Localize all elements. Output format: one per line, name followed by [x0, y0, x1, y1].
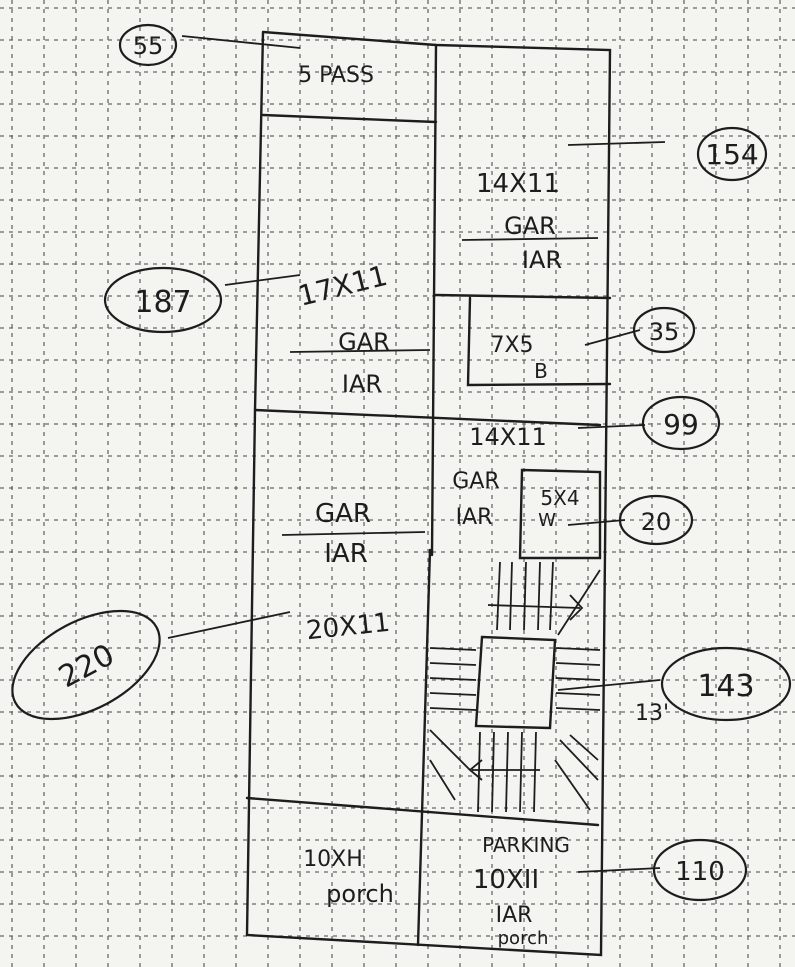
room-labels: 5 PASS 14X11 GAR IAR 17X11 GAR IAR 7X5 B… [295, 63, 669, 949]
gar-left-label2: IAR [342, 370, 382, 398]
gar-mid-label2: IAR [456, 505, 493, 530]
bubble-20 [618, 494, 694, 546]
gar-top-size: 14X11 [476, 169, 560, 199]
bubble-35 [632, 306, 696, 354]
passage-size: 5 PASS [298, 63, 374, 88]
bubble-99 [641, 395, 721, 451]
bubble-220 [11, 609, 161, 721]
gar-big-label1: GAR [315, 499, 371, 529]
area-154: 154 [705, 138, 758, 171]
parking-title: PARKING [482, 833, 570, 857]
mid-wall [253, 408, 602, 427]
stair-well [474, 635, 557, 730]
bath-label: B [534, 359, 548, 383]
bubble-110 [652, 838, 748, 902]
porch-left-label: porch [326, 880, 394, 908]
bath-size: 7X5 [490, 333, 533, 358]
area-35: 35 [649, 318, 680, 346]
area-99: 99 [663, 408, 699, 441]
gar-mid-label1: GAR [452, 469, 499, 494]
bubble-187 [103, 266, 223, 334]
staircase [429, 561, 601, 813]
bubble-143 [660, 646, 792, 722]
porch-wall [245, 796, 600, 827]
lower-center-wall [416, 548, 432, 947]
center-wall [430, 43, 438, 557]
gar-mid-size: 14X11 [469, 423, 547, 451]
plan-walls [245, 30, 612, 957]
wc-label: W [538, 510, 556, 531]
gar-big-label2: IAR [324, 539, 368, 569]
bubble-55 [118, 23, 178, 67]
parking-label2: porch [498, 928, 549, 949]
stair-arrow-up [487, 594, 584, 621]
stair-arrow-down [468, 759, 540, 781]
parking-label1: IAR [496, 903, 533, 928]
leader-lines [167, 35, 666, 873]
parking-size: 10XII [473, 865, 539, 895]
area-20: 20 [641, 508, 672, 536]
gar-top-label1: GAR [504, 212, 556, 240]
wc-size: 5X4 [540, 486, 579, 510]
wc-wall [518, 468, 602, 560]
area-143: 143 [697, 669, 754, 704]
area-187: 187 [134, 285, 191, 320]
bubble-154 [696, 126, 768, 182]
bath-wall [434, 293, 612, 387]
area-bubbles [11, 23, 792, 902]
gar-left-label1: GAR [338, 328, 390, 356]
area-110: 110 [675, 857, 725, 887]
stair-note: 13' [635, 701, 669, 726]
gar-top-label2: IAR [522, 246, 562, 274]
passage-wall [261, 113, 438, 124]
area-55: 55 [133, 32, 164, 60]
porch-left-size: 10XH [303, 847, 363, 872]
